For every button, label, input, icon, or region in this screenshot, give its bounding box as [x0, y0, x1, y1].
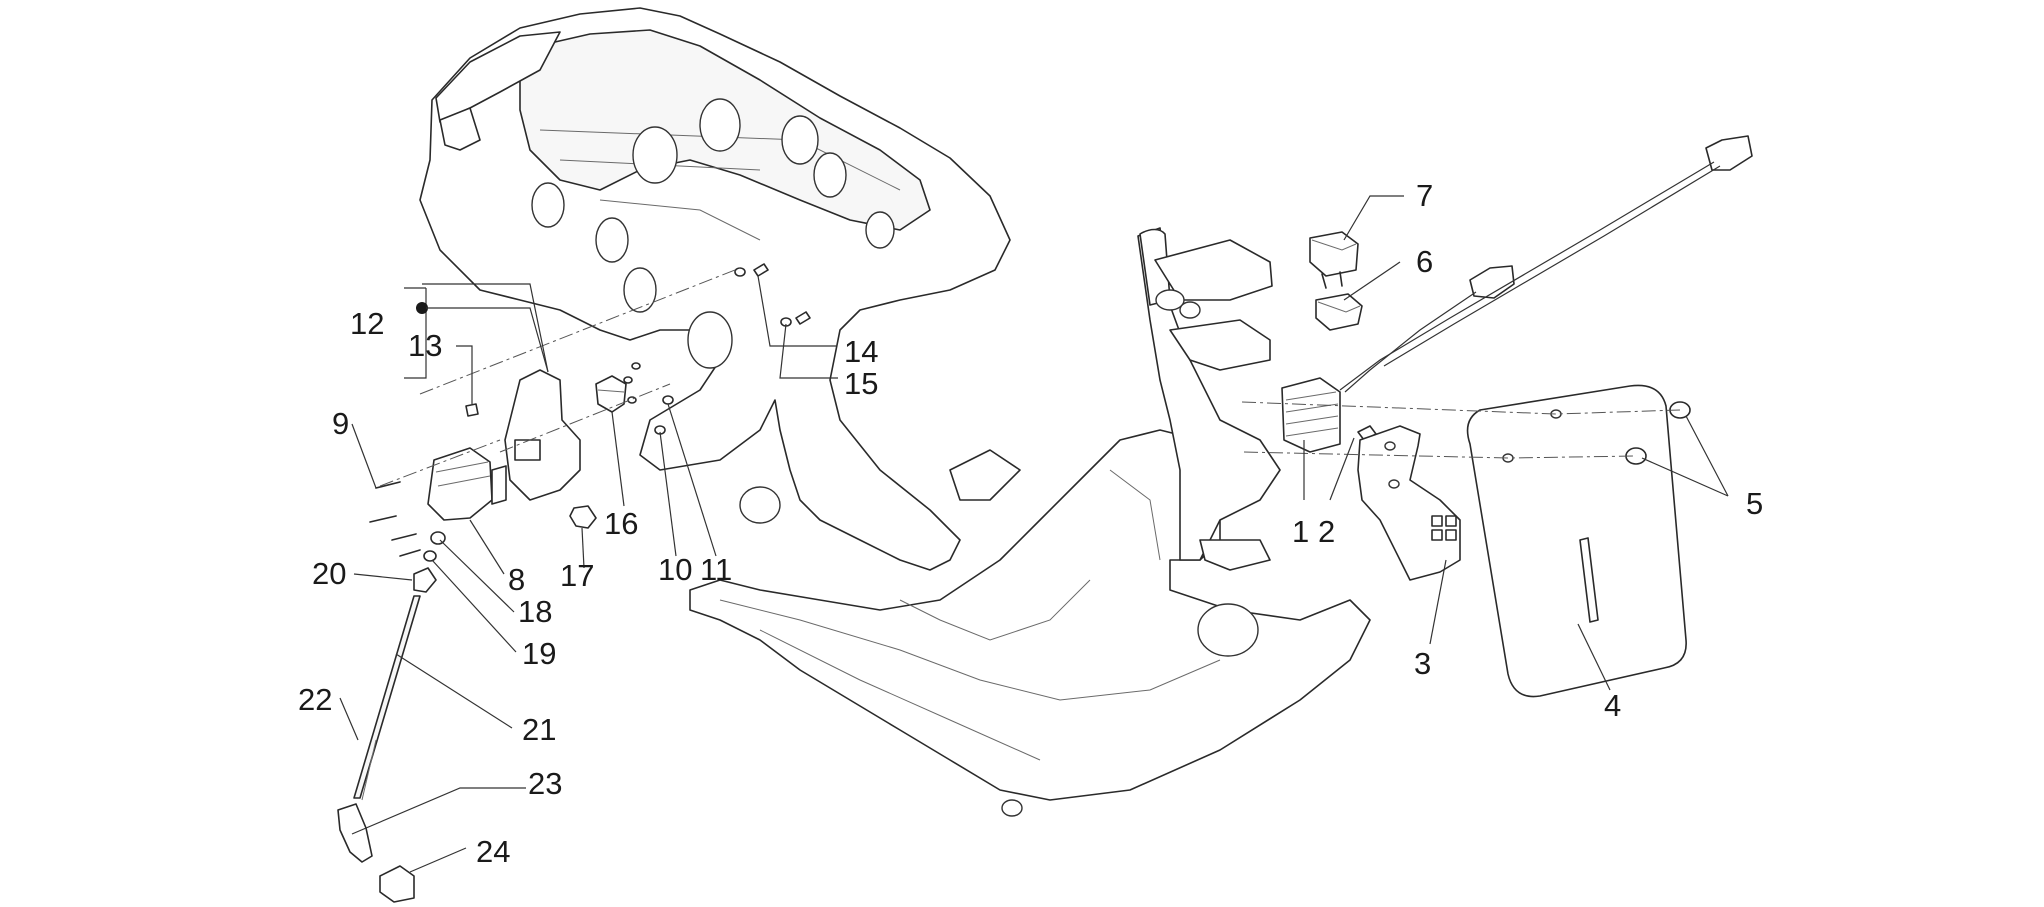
dashed-axis	[499, 383, 671, 453]
frame-hole	[595, 217, 629, 263]
screw	[399, 549, 421, 557]
screw	[391, 533, 417, 541]
frame-hole	[813, 152, 847, 198]
bracket-part-3	[1357, 425, 1461, 581]
callout-12: 12	[350, 306, 384, 341]
callout-22: 22	[298, 682, 332, 717]
wiring-harness	[1339, 135, 1753, 393]
callout-11: 11	[700, 552, 732, 587]
callout-1: 1	[1292, 514, 1309, 549]
callout-labels: 1 2 3 4 5 6 7 8 9 10 11 12 13 14 15 16 1…	[298, 178, 1763, 869]
scooter-frame	[419, 7, 1371, 817]
ht-lead-part-21	[353, 595, 421, 799]
dashed-axis	[379, 439, 501, 487]
callout-6: 6	[1416, 244, 1433, 279]
callout-13: 13	[408, 328, 442, 363]
screw-part-15	[795, 311, 811, 325]
fitting-part-19	[423, 550, 437, 562]
frame-hole	[699, 98, 741, 152]
nut-part-13	[465, 403, 479, 417]
frame-hole	[1179, 301, 1201, 319]
callout-20: 20	[312, 556, 346, 591]
callout-3: 3	[1414, 646, 1431, 681]
callout-4: 4	[1604, 688, 1621, 723]
relay-part-7	[1309, 231, 1359, 289]
callout-5: 5	[1746, 486, 1763, 521]
dashed-axis	[419, 267, 741, 395]
callout-7: 7	[1416, 178, 1433, 213]
cap-part-24	[379, 865, 415, 903]
lead-part-22	[361, 739, 377, 801]
frame-hole	[632, 126, 678, 184]
frame-hole	[865, 211, 895, 249]
callout-17: 17	[560, 558, 594, 593]
dashed-axis	[1241, 401, 1681, 415]
leader-lines	[339, 195, 1729, 873]
control-unit-part-8	[427, 447, 507, 521]
frame-hole	[1155, 289, 1185, 311]
callout-14: 14	[844, 334, 878, 369]
callout-19: 19	[522, 636, 556, 671]
frame-hole	[687, 311, 733, 369]
relay-part-6	[1315, 293, 1363, 331]
bracket-hole	[1384, 441, 1396, 451]
clip-part-16	[595, 375, 627, 413]
clamp-part-17	[569, 505, 597, 529]
callout-10: 10	[658, 552, 692, 587]
callout-21: 21	[522, 712, 556, 747]
screw-part-14	[753, 263, 769, 277]
washer-part-11	[662, 395, 674, 405]
boot-part-20	[413, 567, 437, 593]
frame-hole	[623, 267, 657, 313]
voltage-regulator-part-1	[1281, 377, 1341, 453]
dashed-axis	[1243, 451, 1637, 459]
frame-hole	[1001, 799, 1023, 817]
callout-9: 9	[332, 406, 349, 441]
washer	[631, 362, 641, 370]
washer	[734, 267, 746, 277]
washer	[623, 376, 633, 384]
frame-hole	[1197, 603, 1259, 657]
license-plate-part-4	[1466, 384, 1687, 698]
callout-8: 8	[508, 562, 525, 597]
frame-hole	[781, 115, 819, 165]
reference-dot	[416, 302, 428, 314]
frame-hole	[531, 182, 565, 228]
callout-23: 23	[528, 766, 562, 801]
frame-hole	[739, 486, 781, 524]
callout-24: 24	[476, 834, 510, 869]
callout-18: 18	[518, 594, 552, 629]
callout-2: 2	[1318, 514, 1335, 549]
bracket-hole	[1388, 479, 1400, 489]
screw-part-9	[375, 481, 401, 489]
callout-15: 15	[844, 366, 878, 401]
screw	[369, 515, 397, 523]
callout-16: 16	[604, 506, 638, 541]
